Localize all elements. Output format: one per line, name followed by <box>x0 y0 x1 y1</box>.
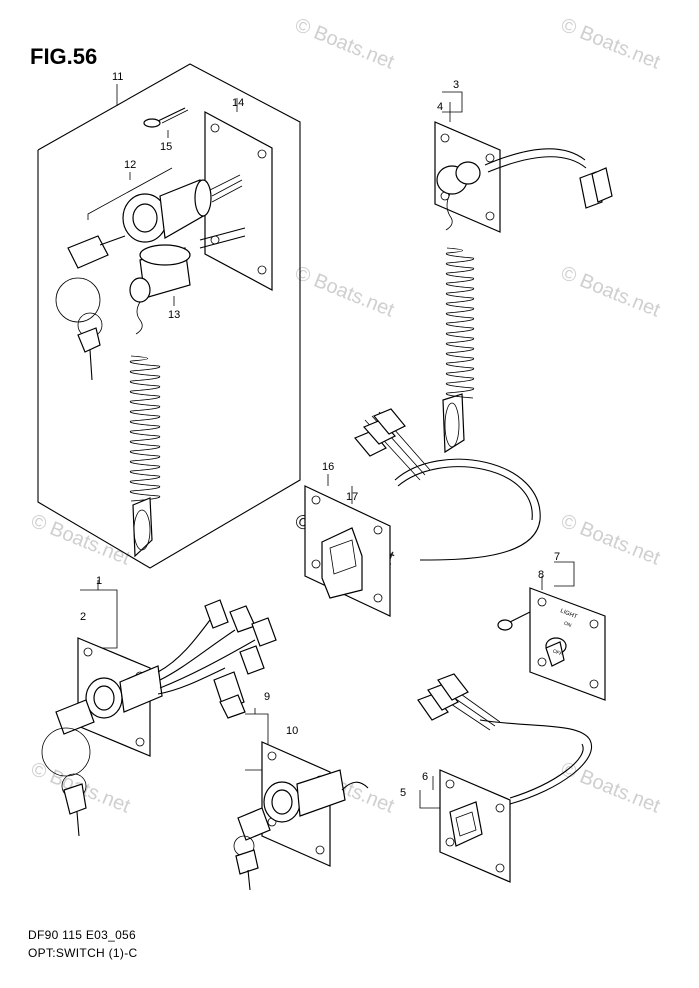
emergency-stop-plate-3 <box>434 91 613 454</box>
rocker-switch-plate-5 <box>417 673 593 883</box>
callout-5: 5 <box>400 787 406 799</box>
callout-11: 11 <box>112 71 123 83</box>
callout-4: 4 <box>437 101 443 113</box>
callout-16: 16 <box>322 461 334 473</box>
callout-15: 15 <box>160 141 172 153</box>
on-label: ON <box>563 621 573 630</box>
callout-12: 12 <box>124 159 136 171</box>
figure-title: FIG.56 <box>30 44 98 69</box>
key-switch-plate-1 <box>41 580 277 837</box>
ignition-switch-12 <box>87 167 243 243</box>
ignition-key <box>55 235 126 381</box>
callout-10: 10 <box>286 725 298 737</box>
off-label: OFF <box>552 648 564 657</box>
callout-17: 17 <box>346 491 358 503</box>
key-switch-plate-9 <box>233 708 369 891</box>
kit-box-outline <box>37 63 301 569</box>
emergency-stop-switch-13 <box>129 227 246 335</box>
figure-code: DF90 115 E03_056 <box>28 928 136 942</box>
callout-13: 13 <box>168 309 180 321</box>
callout-1: 1 <box>96 575 102 587</box>
callout-7: 7 <box>554 551 560 563</box>
lanyard-coil-3 <box>445 247 475 399</box>
callout-6: 6 <box>422 771 428 783</box>
callout-labels: 11 14 15 12 13 3 4 16 17 7 8 1 2 9 10 6 … <box>80 71 560 799</box>
callout-8: 8 <box>538 569 544 581</box>
screw-15 <box>143 107 189 138</box>
figure-caption: OPT:SWITCH (1)-C <box>28 946 138 960</box>
callout-2: 2 <box>80 611 86 623</box>
callout-9: 9 <box>264 691 270 703</box>
light-switch-plate-7 <box>497 561 606 701</box>
callout-3: 3 <box>453 79 459 91</box>
lanyard-coil-11 <box>129 355 161 558</box>
callout-14: 14 <box>232 97 244 109</box>
switch-plate-16 <box>304 408 541 617</box>
